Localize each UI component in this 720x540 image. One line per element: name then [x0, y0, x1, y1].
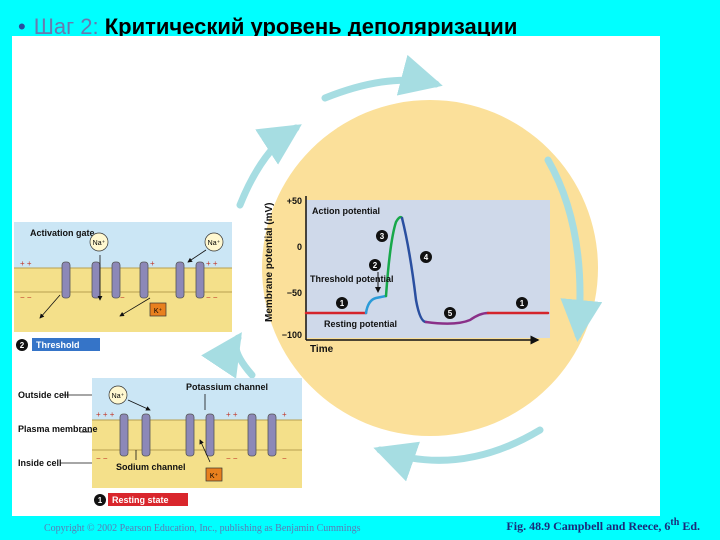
y-tick-label: −100: [282, 330, 302, 340]
channel-protein-icon: [175, 261, 185, 299]
slide-content-panel: +50 0 −50 −100 Membrane potential (mV) T…: [12, 36, 660, 516]
x-axis-label: Time: [310, 344, 334, 355]
potassium-ion-icon: [149, 302, 167, 317]
channel-protein-icon: [247, 413, 257, 457]
action-potential-figure: +50 0 −50 −100 Membrane potential (mV) T…: [14, 54, 603, 506]
step-marker-label: 4: [424, 253, 429, 262]
sodium-ion-label: Na⁺: [93, 240, 106, 247]
cycle-arrow-left-lower-icon: [201, 332, 256, 379]
y-tick-label: +50: [287, 196, 302, 206]
action-potential-label: Action potential: [312, 206, 380, 216]
title-bullet: •: [18, 14, 26, 39]
graph-plot-area: [306, 200, 550, 338]
depolarization-trace: [364, 294, 388, 315]
sodium-ion-icon: [89, 232, 109, 252]
inside-cell-label: Inside cell: [18, 458, 62, 468]
potassium-ion-label: K⁺: [210, 473, 219, 480]
resting-panel: + + + + + + − − − − − Na⁺ K⁺ Potassium c…: [92, 378, 302, 488]
resting-step-label: Resting state: [112, 495, 169, 505]
threshold-panel: + + + + + − − − − − Activation gate Na⁺ …: [14, 222, 232, 332]
step-marker-icon: [516, 297, 528, 309]
charge-sign: +: [150, 259, 155, 268]
cycle-arrows: [201, 54, 603, 482]
charge-sign: −: [282, 454, 287, 463]
step-marker-icon: [336, 297, 348, 309]
caption-main: Fig. 48.9 Campbell and Reece, 6: [506, 519, 671, 533]
step-marker-icon: [376, 230, 388, 242]
channel-protein-icon: [141, 413, 151, 457]
threshold-step-badge: 2 Threshold: [16, 338, 100, 351]
step-marker-icon: [369, 259, 381, 271]
sodium-ion-label: Na⁺: [208, 240, 221, 247]
ion-flow-arrow-icon: [199, 439, 211, 463]
charge-sign: + +: [226, 410, 238, 419]
charge-sign: − −: [20, 293, 32, 302]
threshold-potential-label: Threshold potential: [310, 274, 394, 284]
charge-sign: + +: [20, 259, 32, 268]
charge-sign: + + +: [96, 410, 115, 419]
channel-protein-icon: [267, 413, 277, 457]
resting-potential-label: Resting potential: [324, 319, 397, 329]
copyright-notice: Copyright © 2002 Pearson Education, Inc.…: [44, 523, 361, 534]
ion-flow-arrow-icon: [187, 249, 207, 263]
plasma-membrane-label: Plasma membrane: [18, 424, 98, 434]
charge-sign: − −: [206, 293, 218, 302]
caption-tail: Ed.: [679, 519, 700, 533]
channel-protein-icon: [195, 261, 205, 299]
channel-protein-icon: [205, 413, 215, 457]
resting-step-badge: 1 Resting state: [94, 493, 188, 506]
cycle-arrow-left-upper-icon: [236, 124, 302, 209]
slide-title: • Шаг 2: Критический уровень деполяризаци…: [18, 14, 517, 40]
step-marker-label: 3: [380, 232, 385, 241]
charge-sign: +: [282, 410, 287, 419]
channel-protein-icon: [139, 261, 149, 299]
channel-protein-icon: [91, 261, 101, 299]
cycle-arrow-bottom-icon: [373, 426, 544, 482]
caption-sup: th: [670, 517, 680, 528]
svg-text:1: 1: [98, 496, 103, 505]
rising-phase-trace: [384, 215, 404, 298]
step-marker-label: 2: [373, 261, 378, 270]
ion-flow-arrow-icon: [127, 399, 151, 411]
channel-protein-icon: [185, 413, 195, 457]
potassium-ion-icon: [205, 467, 223, 482]
step-marker-label: 1: [340, 299, 345, 308]
ion-flow-arrow-icon: [39, 294, 61, 319]
step-marker-icon: [420, 251, 432, 263]
step-markers: 1 2 3 4 5 1: [336, 230, 528, 319]
y-axis-label: Membrane potential (mV): [264, 203, 275, 322]
sodium-channel-label: Sodium channel: [116, 462, 186, 472]
ion-flow-arrow-icon: [119, 297, 151, 317]
threshold-step-label: Threshold: [36, 340, 80, 350]
potassium-channel-label: Potassium channel: [186, 382, 268, 392]
step-marker-label: 1: [520, 299, 525, 308]
cycle-arrow-top-icon: [321, 54, 443, 102]
charge-sign: −: [120, 293, 125, 302]
potassium-ion-label: K⁺: [154, 308, 163, 315]
figure-caption: Fig. 48.9 Campbell and Reece, 6th Ed.: [506, 517, 700, 534]
step-marker-label: 5: [448, 309, 453, 318]
cycle-arrow-right-icon: [544, 156, 603, 342]
sodium-ion-label: Na⁺: [112, 393, 125, 400]
channel-protein-icon: [119, 413, 129, 457]
sodium-ion-icon: [204, 232, 224, 252]
channel-protein-icon: [111, 261, 121, 299]
charge-sign: − −: [226, 454, 238, 463]
title-main: Критический уровень деполяризации: [104, 14, 518, 39]
y-tick-label: 0: [297, 242, 302, 252]
svg-text:2: 2: [20, 341, 25, 350]
y-tick-label: −50: [287, 288, 302, 298]
step-marker-icon: [444, 307, 456, 319]
activation-gate-label: Activation gate: [30, 228, 95, 238]
channel-protein-icon: [61, 261, 71, 299]
charge-sign: + +: [206, 259, 218, 268]
falling-phase-trace: [400, 216, 428, 324]
title-step: Шаг 2:: [33, 14, 99, 39]
outside-cell-label: Outside cell: [18, 390, 69, 400]
undershoot-trace: [424, 311, 490, 325]
charge-sign: − −: [96, 454, 108, 463]
sodium-ion-icon: [108, 385, 128, 405]
